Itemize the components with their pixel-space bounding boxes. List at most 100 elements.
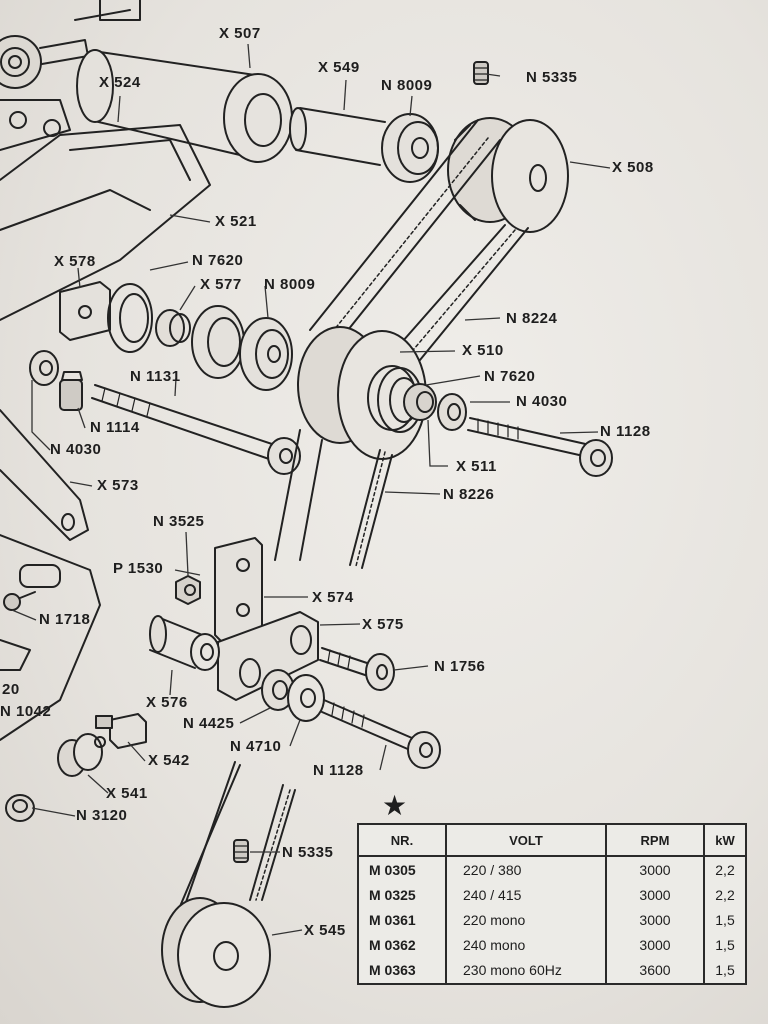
part-label-p1530: P 1530: [113, 560, 164, 577]
part-label-x545: X 545: [304, 922, 346, 939]
cell-kw: 1,5: [715, 937, 735, 954]
setscrew-n5335-top: [473, 61, 489, 85]
cell-volt: 220 mono: [446, 907, 607, 933]
cell-kw: 1,5: [715, 911, 735, 928]
part-label-n7620-right: N 7620: [484, 368, 536, 385]
plate-x575: [217, 611, 319, 701]
part-label-n1114: N 1114: [90, 419, 140, 436]
cell-volt: 230 mono 60Hz: [446, 957, 607, 984]
bolt-n1128-bottom: [321, 699, 441, 769]
part-label-n3525: N 3525: [153, 513, 205, 530]
bolt-n1131: [91, 384, 301, 475]
star-icon: ★: [382, 790, 408, 821]
cell-nr: M 0361: [358, 907, 447, 933]
cell-rpm: 3000: [606, 856, 705, 883]
block-x542: [95, 713, 147, 749]
roller-x507: [76, 49, 293, 163]
part-label-x507: X 507: [219, 25, 261, 42]
part-label-n7620-left: N 7620: [192, 252, 244, 269]
belt-n8226: [274, 429, 393, 569]
part-label-x578: X 578: [54, 253, 96, 270]
cell-nr: M 0325: [358, 882, 447, 908]
column-header-nr: NR.: [358, 824, 447, 857]
hub-x511: [403, 383, 437, 421]
cell-kw: 2,2: [715, 886, 735, 903]
column-header-kw: kW: [704, 824, 746, 857]
bracket-x521: [0, 124, 211, 321]
table-row: M 0325 240 / 415 3000 2,2: [358, 882, 746, 908]
belt-n8224: [309, 119, 529, 361]
spacer-x577: [155, 309, 191, 347]
part-label-n8226: N 8226: [443, 486, 495, 503]
belt-lower: [169, 761, 296, 931]
sleeve-x549: [289, 107, 386, 166]
part-label-x510: X 510: [462, 342, 504, 359]
setscrew-n5335-bottom: [233, 839, 249, 863]
cell-kw: 1,5: [715, 962, 735, 979]
nut-n3525: [175, 575, 201, 605]
block-x578: [59, 281, 111, 341]
column-header-rpm: RPM: [606, 824, 705, 857]
bearing-n8009-top: [381, 113, 439, 183]
part-label-n1042: N 1042: [0, 703, 52, 720]
left-housing: [0, 534, 101, 741]
cell-volt: 240 / 415: [446, 882, 607, 908]
washer-n4030-left: [29, 350, 59, 386]
bearings-n8009-mid: [191, 305, 293, 391]
table-header-row: NR. VOLT RPM kW: [358, 824, 746, 857]
part-label-x574: X 574: [312, 589, 354, 606]
washer-n4710: [287, 674, 325, 722]
top-left-hub: [0, 0, 141, 151]
cell-volt: 220 / 380: [446, 856, 607, 883]
part-label-n4030-left: N 4030: [50, 441, 102, 458]
knob-x541: [57, 733, 106, 777]
bracket-x574: [214, 537, 263, 643]
bolt-n1128-top: [467, 417, 613, 477]
pulley-x545: [161, 897, 271, 1008]
part-label-n8009-top: N 8009: [381, 77, 433, 94]
part-label-x542: X 542: [148, 752, 190, 769]
table-row: M 0363 230 mono 60Hz 3600 1,5: [358, 957, 746, 984]
part-label-x576: X 576: [146, 694, 188, 711]
cell-rpm: 3000: [606, 882, 705, 908]
cell-volt: 240 mono: [446, 932, 607, 958]
part-label-n4425: N 4425: [183, 715, 235, 732]
pulley-x508: [447, 117, 569, 233]
part-label-x508: X 508: [612, 159, 654, 176]
leader-lines: [11, 43, 611, 936]
cap-n3120: [5, 794, 35, 822]
part-label-n8009-mid: N 8009: [264, 276, 316, 293]
spacer-x576: [149, 615, 220, 671]
part-label-x573: X 573: [97, 477, 139, 494]
arm-x573: [0, 409, 89, 541]
part-label-n1131: N 1131: [130, 368, 181, 385]
table-row: M 0362 240 mono 3000 1,5: [358, 932, 746, 958]
part-label-n5335-top: N 5335: [526, 69, 578, 86]
part-label-n3120: N 3120: [76, 807, 128, 824]
cell-nr: M 0362: [358, 932, 447, 958]
part-label-x521: X 521: [215, 213, 257, 230]
circlip-n7620-left: [107, 283, 153, 353]
bolt-n1756: [319, 647, 395, 691]
table-row: M 0361 220 mono 3000 1,5: [358, 907, 746, 933]
motor-spec-table: NR. VOLT RPM kW M 0305 220 / 380 3000 2,…: [357, 823, 747, 985]
column-header-volt: VOLT: [446, 824, 607, 857]
part-label-n5335-bottom: N 5335: [282, 844, 334, 861]
part-label-n4030-right: N 4030: [516, 393, 568, 410]
part-label-x511: X 511: [456, 458, 497, 475]
part-label-x541: X 541: [106, 785, 148, 802]
table-row: M 0305 220 / 380 3000 2,2: [358, 856, 746, 883]
part-label-n1128-bottom: N 1128: [313, 762, 364, 779]
cell-rpm: 3000: [606, 932, 705, 958]
cell-nr: M 0363: [358, 957, 447, 984]
part-label-n1128-top: N 1128: [600, 423, 651, 440]
part-label-x549: X 549: [318, 59, 360, 76]
part-label-n4710: N 4710: [230, 738, 282, 755]
washer-n4030-right: [437, 393, 467, 431]
cell-nr: M 0305: [358, 856, 447, 883]
cell-kw: 2,2: [715, 861, 735, 878]
part-label-x524: X 524: [99, 74, 141, 91]
cell-rpm: 3000: [606, 907, 705, 933]
part-label-n8224: N 8224: [506, 310, 558, 327]
